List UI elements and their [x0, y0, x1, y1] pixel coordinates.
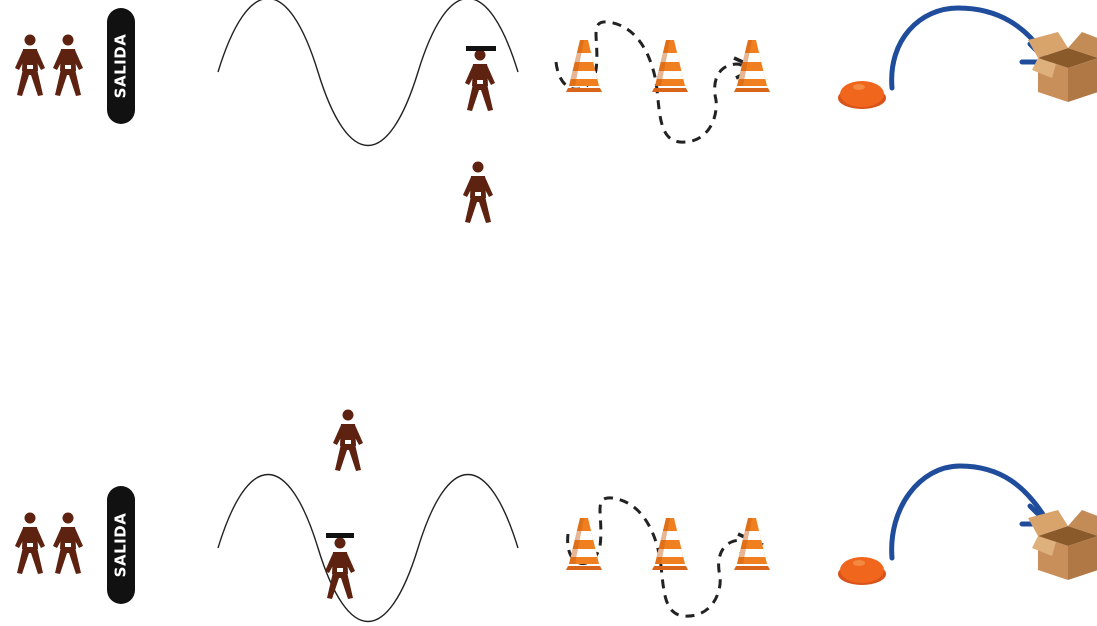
hurdle-bar — [326, 533, 354, 538]
traffic-cone-icon — [566, 518, 602, 570]
start-badge: SALIDA — [107, 8, 135, 124]
traffic-cone-icon — [652, 40, 688, 92]
flat-marker-disc-icon — [838, 81, 886, 109]
person-icon — [463, 161, 493, 223]
start-badge: SALIDA — [107, 486, 135, 604]
person-icon — [15, 34, 45, 96]
flat-marker-disc-icon — [838, 557, 886, 585]
start-badge-label: SALIDA — [112, 34, 130, 99]
wave-line — [217, 473, 519, 623]
traffic-cone-icon — [652, 518, 688, 570]
person-icon — [325, 537, 355, 599]
start-badge-label: SALIDA — [112, 513, 130, 578]
person-icon — [465, 49, 495, 111]
hurdle-bar — [466, 46, 496, 51]
cardboard-box-icon — [1028, 510, 1097, 580]
dashed-path — [554, 20, 751, 144]
person-icon — [15, 512, 45, 574]
station-2: SALIDA — [15, 409, 1097, 623]
curved-arrow-icon — [889, 5, 1047, 91]
traffic-cone-icon — [734, 518, 770, 570]
person-icon — [333, 409, 363, 471]
station-1: SALIDA — [15, 0, 1097, 223]
cardboard-box-icon — [1028, 32, 1097, 102]
curved-arrow-icon — [889, 463, 1047, 561]
person-icon — [53, 34, 83, 96]
wave-line — [217, 0, 519, 147]
person-icon — [53, 512, 83, 574]
